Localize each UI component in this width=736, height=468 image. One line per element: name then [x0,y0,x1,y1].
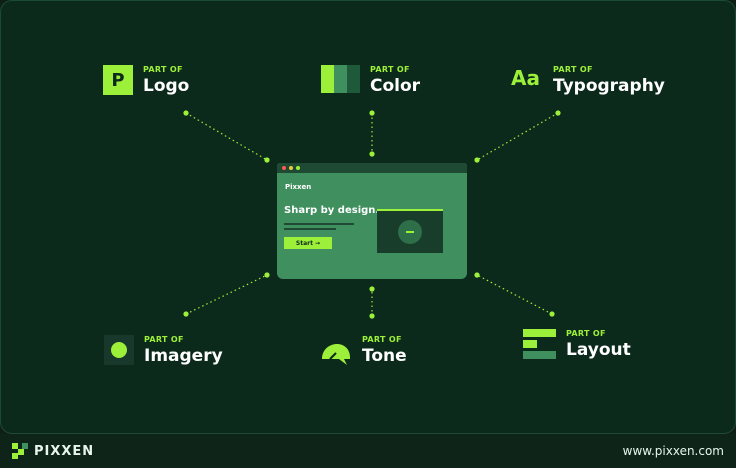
connector-dot [555,110,561,116]
play-icon [398,220,422,244]
node-logo: P PART OF Logo [103,65,189,97]
node-kicker: PART OF [143,65,183,74]
connector-dot [183,110,189,116]
node-title: Typography [553,76,665,96]
connector-dot [369,110,375,116]
node-kicker: PART OF [553,65,593,74]
connector-dot [183,311,189,317]
node-typography: Aa PART OF Typography [511,65,665,97]
footer: PIXXEN www.pixxen.com [0,434,736,468]
connector-dot [369,313,375,319]
mockup-text-line [284,228,336,230]
close-dot-icon [282,166,286,170]
connector-dot [369,151,375,157]
node-title: Imagery [144,346,223,366]
window-titlebar [277,163,467,173]
node-color: PART OF Color [321,65,420,97]
connector-dot [474,157,480,163]
pixxen-logo-icon [12,443,28,459]
connector-dot [474,272,480,278]
node-tone: PART OF Tone [320,335,407,367]
maximize-dot-icon [296,166,300,170]
node-title: Layout [566,340,631,360]
image-icon [104,335,134,365]
connector-lines [183,110,561,319]
connector-dot [264,272,270,278]
node-kicker: PART OF [144,335,184,344]
connector-dot [264,157,270,163]
connector-dot [369,286,375,292]
node-kicker: PART OF [566,329,606,338]
node-kicker: PART OF [370,65,410,74]
mockup-media [377,209,443,253]
typography-icon: Aa [511,66,540,90]
mockup-brand: Pixxen [285,183,312,191]
footer-brand-name: PIXXEN [34,443,95,459]
mockup-headline: Sharp by design. [284,205,380,216]
mockup-start-button[interactable]: Start → [284,237,332,249]
node-title: Color [370,76,421,96]
logo-p-icon: P [103,65,133,95]
node-kicker: PART OF [362,335,402,344]
node-title: Tone [362,346,407,366]
node-imagery: PART OF Imagery [104,335,223,367]
diagram-card: P PART OF Logo PART OF Color Aa PART OF … [0,0,736,434]
layout-bars-icon [523,329,556,361]
footer-url[interactable]: www.pixxen.com [622,444,724,458]
connector-dot [549,311,555,317]
mockup-text-line [284,223,354,225]
website-mockup: Pixxen Sharp by design. Start → [277,163,467,279]
minimize-dot-icon [289,166,293,170]
footer-brand: PIXXEN [12,443,94,459]
speech-bubble-icon [320,335,352,367]
color-swatches-icon [321,65,360,93]
node-title: Logo [143,76,190,96]
node-layout: PART OF Layout [523,329,631,361]
